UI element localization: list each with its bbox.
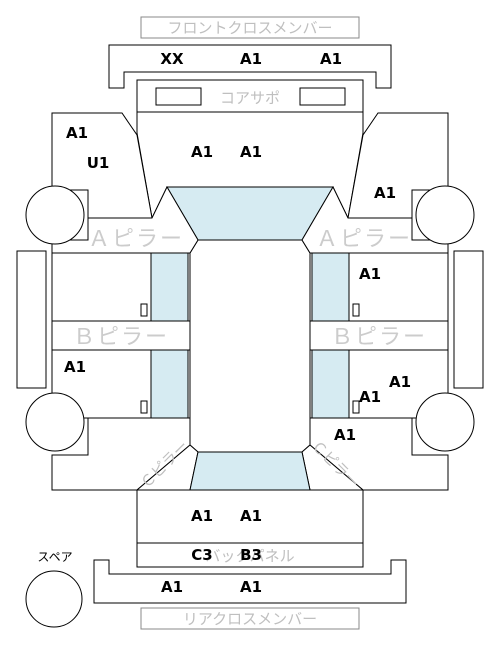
front-cross-member[interactable] xyxy=(108,44,392,89)
rear-door-right-window xyxy=(311,349,350,419)
rear-door-left-handle xyxy=(140,400,148,414)
front-door-left-handle xyxy=(140,303,148,317)
grade-rear-cross-2: A1 xyxy=(240,578,262,596)
core-support-left-box xyxy=(155,87,202,106)
rear-cross-member[interactable] xyxy=(93,559,407,604)
side-sill-left[interactable] xyxy=(16,250,47,389)
quarter-panel-right[interactable] xyxy=(309,417,449,491)
grade-trunk-2: A1 xyxy=(240,507,262,525)
grade-front-fender-right: A1 xyxy=(374,184,396,202)
front-cross-member-label: フロントクロスメンバー xyxy=(167,19,332,37)
grade-trunk-1: A1 xyxy=(191,507,213,525)
spare-tire[interactable] xyxy=(25,570,83,628)
grade-rear-door-right-1: A1 xyxy=(389,373,411,391)
a-pillar-left-label: Ａピラー xyxy=(88,227,184,252)
a-pillar-right-label: Ａピラー xyxy=(316,227,412,252)
front-door-right-handle xyxy=(352,303,360,317)
quarter-panel-left[interactable] xyxy=(51,417,191,491)
back-panel[interactable] xyxy=(136,542,364,568)
front-cross-member-label-frame xyxy=(140,16,360,39)
spare-tire-label: スペア xyxy=(37,550,72,564)
tire-rear-left[interactable] xyxy=(25,392,85,452)
rear-window xyxy=(189,451,311,491)
grade-front-cross-left: XX xyxy=(160,50,184,68)
grade-front-fender-left-1: A1 xyxy=(66,124,88,142)
grade-front-cross-right: A1 xyxy=(320,50,342,68)
grade-back-panel-1: C3 xyxy=(191,546,212,564)
grade-quarter-right: A1 xyxy=(334,426,356,444)
b-pillar-right-label: Ｂピラー xyxy=(331,325,427,350)
side-sill-right[interactable] xyxy=(453,250,484,389)
rear-door-left-window xyxy=(150,349,189,419)
front-door-right-window xyxy=(311,252,350,322)
tire-rear-right[interactable] xyxy=(415,392,475,452)
rear-door-right-handle xyxy=(352,400,360,414)
grade-rear-cross-1: A1 xyxy=(161,578,183,596)
back-panel-label: バックパネル xyxy=(205,547,294,565)
grade-front-cross-center: A1 xyxy=(240,50,262,68)
rear-cross-member-label-frame xyxy=(140,607,360,630)
grade-front-door-right: A1 xyxy=(359,265,381,283)
grade-front-fender-left-2: U1 xyxy=(87,154,110,172)
tire-front-left[interactable] xyxy=(25,185,85,245)
core-support-right-box xyxy=(299,87,346,106)
grade-hood-2: A1 xyxy=(240,143,262,161)
grade-rear-door-right-2: A1 xyxy=(359,388,381,406)
tire-front-right[interactable] xyxy=(415,185,475,245)
trunk-lid[interactable] xyxy=(136,489,364,544)
core-support-label: コアサポ xyxy=(220,89,280,107)
grade-hood-1: A1 xyxy=(191,143,213,161)
b-pillar-left-label: Ｂピラー xyxy=(73,325,169,350)
grade-back-panel-2: B3 xyxy=(240,546,262,564)
b-pillar-right[interactable] xyxy=(309,320,449,351)
roof[interactable] xyxy=(189,239,311,453)
front-door-left-window xyxy=(150,252,189,322)
rear-cross-member-label: リアクロスメンバー xyxy=(183,610,317,628)
grade-rear-door-left: A1 xyxy=(64,358,86,376)
b-pillar-left[interactable] xyxy=(51,320,191,351)
